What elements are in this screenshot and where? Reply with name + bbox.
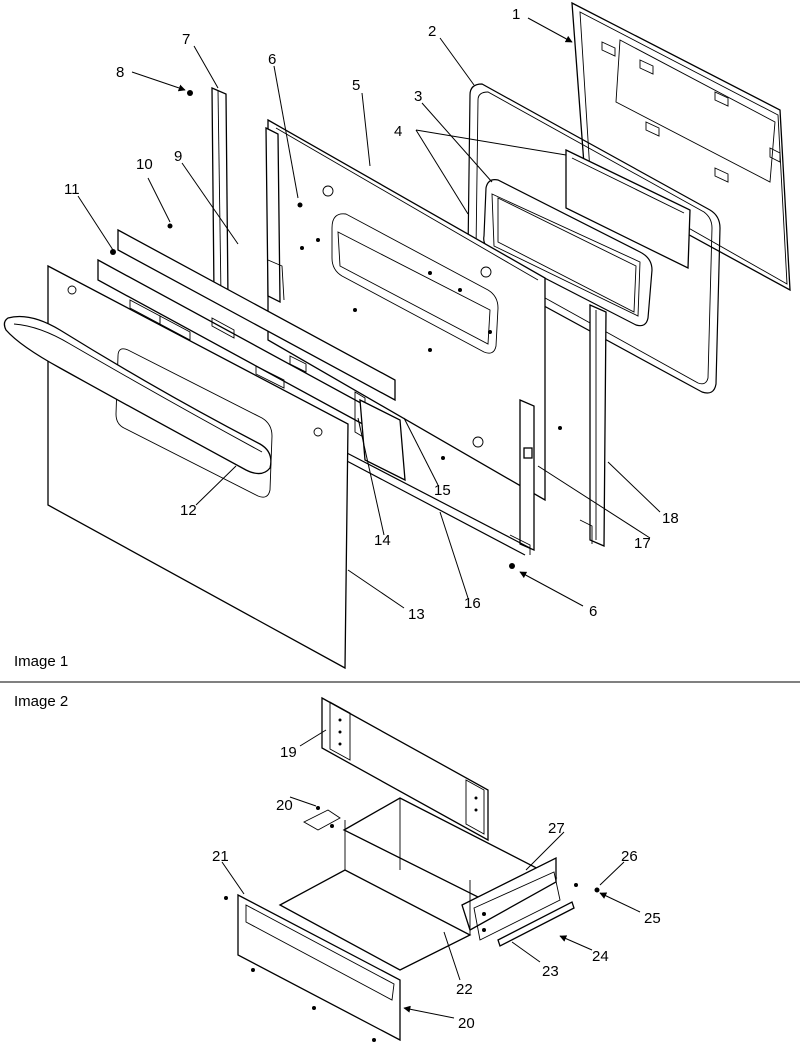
part-18-right-channel — [579, 304, 607, 547]
part-7-left-channel — [211, 87, 229, 301]
part-1-door-liner — [571, 1, 791, 292]
callout-19: 19 — [280, 744, 297, 761]
part-27-drawer-side — [342, 797, 558, 931]
part-10-screw — [167, 223, 173, 229]
part-23-drawer-slide — [497, 901, 575, 947]
part-25-screw — [574, 883, 578, 887]
callout-9: 9 — [174, 148, 182, 165]
image-1-door-assembly: 1 2 3 4 5 6 7 8 9 10 11 12 13 14 15 16 6… — [3, 1, 791, 670]
part-21-drawer-front — [224, 893, 401, 1042]
callout-11: 11 — [64, 181, 80, 198]
leader-lines-image-2 — [221, 729, 641, 1019]
leader-lines-image-1 — [77, 17, 661, 609]
part-17-hinge-bracket — [519, 399, 535, 551]
callout-4: 4 — [394, 123, 402, 140]
callout-18: 18 — [662, 510, 679, 527]
callout-22: 22 — [456, 981, 473, 998]
part-5-inner-door-panel — [267, 118, 562, 502]
panel-label-image-2: Image 2 — [14, 693, 68, 710]
image-2-drawer-assembly: 19 20 27 26 21 25 24 23 22 20 Image 2 — [14, 693, 661, 1042]
callout-26: 26 — [621, 848, 638, 865]
part-19-drawer-back — [321, 696, 489, 842]
part-13-outer-door-panel — [47, 264, 349, 670]
part-4-glass-panel — [565, 148, 691, 270]
callout-16: 16 — [464, 595, 481, 612]
part-6-screw — [509, 563, 515, 569]
callout-3: 3 — [414, 88, 422, 105]
callout-27: 27 — [548, 820, 565, 837]
part-24-slide-bracket — [473, 871, 561, 941]
callout-14: 14 — [374, 532, 391, 549]
callout-5: 5 — [352, 77, 360, 94]
callout-20-top: 20 — [276, 797, 293, 814]
part-9-hinge-bracket — [265, 126, 285, 304]
callout-24: 24 — [592, 948, 609, 965]
callout-17: 17 — [634, 535, 651, 552]
callout-2: 2 — [428, 23, 436, 40]
callout-21: 21 — [212, 848, 229, 865]
callout-1: 1 — [512, 6, 520, 23]
callout-6-bottom: 6 — [589, 603, 597, 620]
callout-20-bottom: 20 — [458, 1015, 475, 1032]
callout-6-top: 6 — [268, 51, 276, 68]
callout-7: 7 — [182, 31, 190, 48]
part-26-screw — [594, 887, 600, 893]
callout-25: 25 — [644, 910, 661, 927]
part-16-bottom-trim — [344, 451, 531, 556]
part-22-drawer-body — [278, 820, 472, 971]
callout-23: 23 — [542, 963, 559, 980]
part-8-screw — [187, 90, 193, 96]
panel-label-image-1: Image 1 — [14, 653, 68, 670]
callout-10: 10 — [136, 156, 153, 173]
callout-8: 8 — [116, 64, 124, 81]
callout-12: 12 — [180, 502, 197, 519]
callout-13: 13 — [408, 606, 425, 623]
callout-15: 15 — [434, 482, 451, 499]
part-12-door-handle — [3, 315, 272, 475]
part-20-clips — [303, 806, 341, 831]
